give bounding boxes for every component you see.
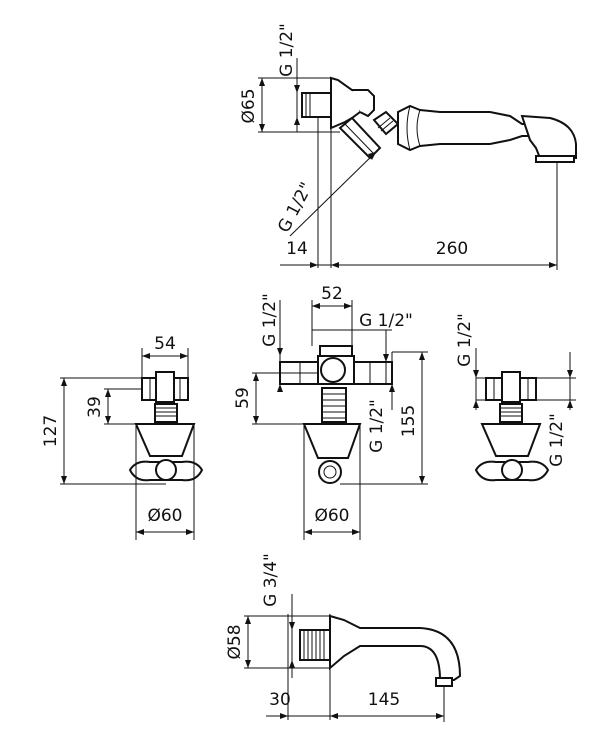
center-valve-view: 52 G 1/2" G 1/2" 59 G 1/2" 155 Ø60 [233,284,428,540]
hand-shower-length-label: 260 [436,239,468,259]
spout-view: G 3/4" Ø58 30 145 [225,553,462,722]
center-valve-diameter-label: Ø60 [314,506,349,526]
right-valve-thread-side-label: G 1/2" [547,413,567,467]
center-valve-thread-top-right-label: G 1/2" [359,311,413,331]
center-valve-connection-height-label: 59 [233,387,253,409]
hand-shower-thread-angled-label: G 1/2" [274,179,317,236]
left-valve-total-height-label: 127 [41,415,61,447]
right-valve-thread-top-label: G 1/2" [455,313,475,367]
spout-thread-label: G 3/4" [261,553,281,607]
hand-shower-thread-top-label: G 1/2" [277,23,297,77]
center-valve-thread-top-left-label: G 1/2" [260,293,280,347]
hand-shower-diameter-label: Ø65 [239,88,259,123]
center-valve-total-height-label: 155 [399,405,419,437]
left-valve-width-label: 54 [154,334,176,354]
right-valve-view: G 1/2" G 1/2" [455,313,576,482]
center-valve-thread-side-label: G 1/2" [367,399,387,453]
hand-shower-view: Ø65 G 1/2" G 1/2" 14 260 [239,23,577,270]
left-valve-connection-height-label: 39 [85,396,105,418]
left-valve-view: 54 39 127 Ø60 [41,334,204,540]
spout-depth-label: 30 [269,690,291,710]
center-valve-spacing-label: 52 [321,284,343,304]
left-valve-diameter-label: Ø60 [147,506,182,526]
spout-length-label: 145 [368,690,400,710]
spout-diameter-label: Ø58 [225,624,245,659]
hand-shower-depth-label: 14 [286,239,308,259]
